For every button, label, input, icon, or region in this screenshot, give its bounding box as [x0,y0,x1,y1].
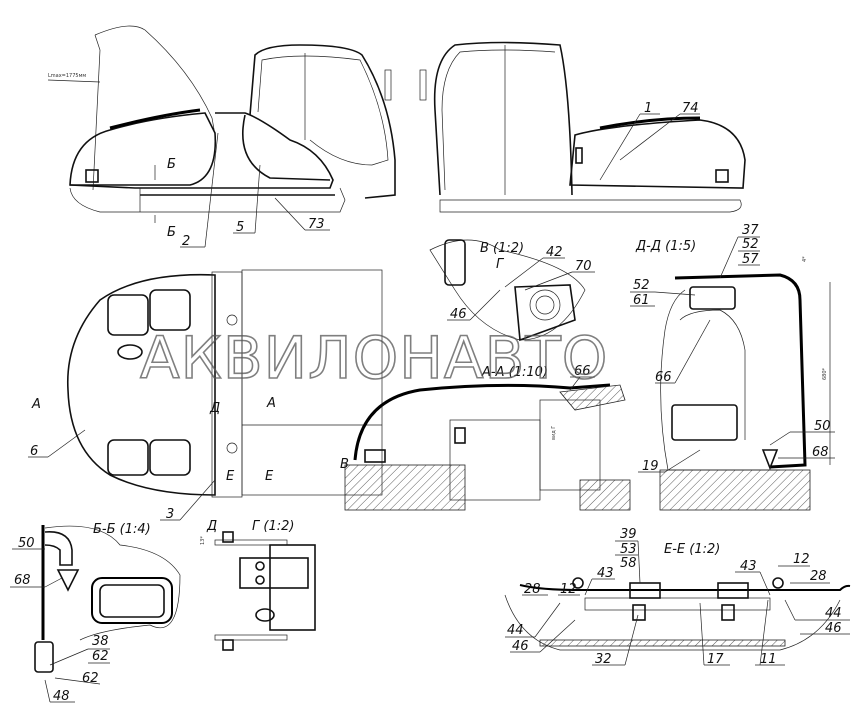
view-v-title: В (1:2) [480,241,524,256]
aa-dim-note: вид Г [551,426,557,440]
dd-part-label-50: 50 [814,419,831,434]
section-aa: вид Г А-А (1:10) 66 В [340,364,631,511]
bb-part-label-50: 50 [18,536,35,551]
dd-part-label-61: 61 [633,293,650,308]
section-bb: Б-Б (1:4) 50 68 38 62 62 48 [10,522,181,704]
aa-part-label-66: 66 [574,364,591,379]
label-d: Д [209,401,220,416]
label-b-top: Б [167,157,176,172]
dd-part-label-37: 37 [742,223,759,238]
ee-part-label-28b: 28 [810,569,827,584]
label-v: В [340,457,349,472]
part-label-2: 2 [182,234,190,249]
part-label-74: 74 [682,101,699,116]
part-label-5: 5 [236,220,244,235]
ee-part-label-43b: 43 [740,559,757,574]
label-g: Г [496,257,505,272]
dd-part-label-66: 66 [655,370,672,385]
label-a-left: А [31,397,41,412]
watermark: АКВИЛОНАВТО [140,324,608,392]
part-label-42: 42 [546,245,563,260]
part-label-1: 1 [644,101,652,116]
ee-part-label-39: 39 [620,527,637,542]
section-dd-title: Д-Д (1:5) [635,239,696,254]
dd-dim-680: 680* [822,367,828,380]
side-view-left: Lmax=1775мм Б Б 2 5 73 [47,25,396,249]
view-g-title: Г (1:2) [252,519,294,534]
part-label-70: 70 [575,259,592,274]
part-label-73: 73 [308,217,325,232]
side-view-right: 1 74 [419,41,746,213]
label-e-left: Е [226,469,235,484]
ee-part-label-46b: 46 [825,621,842,636]
dd-part-label-57: 57 [742,252,759,267]
view-g: 13* Д Г (1:2) [200,519,316,651]
side-note: Lmax=1775мм [48,73,86,79]
bb-part-label-48: 48 [53,689,70,704]
plan-view: А А Д Е Е 6 3 [28,269,383,522]
ee-part-label-12b: 12 [793,552,810,567]
section-ee-title: Е-Е (1:2) [664,542,720,557]
section-aa-title: А-А (1:10) [481,365,548,380]
label-b-bottom: Б [167,225,176,240]
ee-part-label-46a: 46 [512,639,529,654]
dd-part-label-52a: 52 [742,237,759,252]
ee-part-label-44a: 44 [507,623,524,638]
ee-part-label-17: 17 [707,652,724,667]
dd-part-label-19: 19 [642,459,659,474]
part-label-6: 6 [30,444,38,459]
ee-part-label-44b: 44 [825,606,842,621]
part-label-3: 3 [166,507,174,522]
g-label-d: Д [206,519,217,534]
ee-part-label-43a: 43 [597,566,614,581]
label-a-right: А [266,396,276,411]
bb-part-label-68: 68 [14,573,31,588]
ee-part-label-12a: 12 [560,582,577,597]
ee-part-label-58: 58 [620,556,637,571]
ee-part-label-32: 32 [595,652,612,667]
section-dd: 680* 4* Д-Д (1:5) 37 52 57 52 61 66 50 6… [630,223,835,511]
dd-dim-top: 4* [802,256,808,262]
view-v: В (1:2) Г 42 70 46 [429,239,595,342]
section-bb-title: Б-Б (1:4) [93,522,151,537]
dd-part-label-68: 68 [812,445,829,460]
label-e-right: Е [265,469,274,484]
g-dim: 13* [200,536,206,545]
dd-part-label-52b: 52 [633,278,650,293]
bb-part-label-62a: 62 [92,649,109,664]
part-label-46: 46 [450,307,467,322]
section-ee: Е-Е (1:2) 39 53 58 28 12 43 43 12 28 44 … [504,527,851,667]
ee-part-label-53: 53 [620,542,637,557]
ee-part-label-28a: 28 [524,582,541,597]
ee-part-label-11: 11 [760,652,777,667]
bb-part-label-38: 38 [92,634,109,649]
